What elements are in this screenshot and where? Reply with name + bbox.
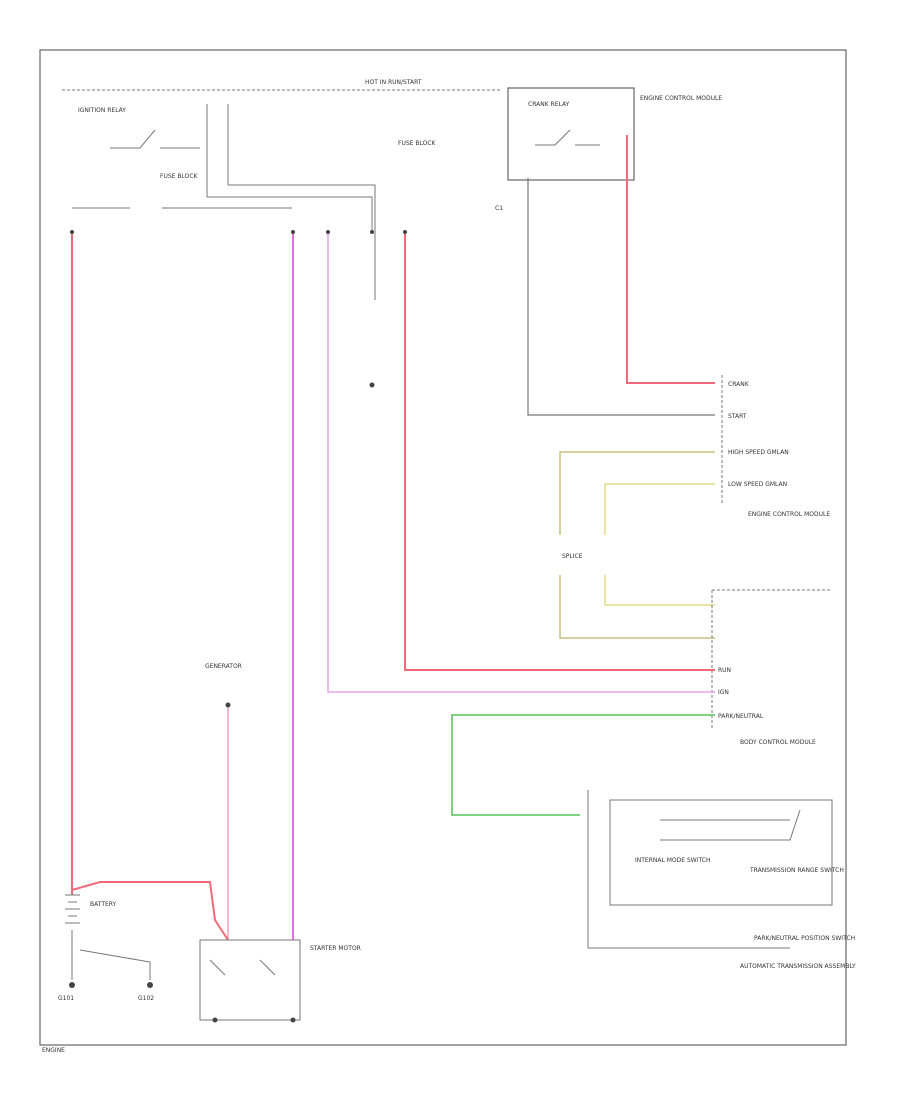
ground-dot-mid [147, 982, 153, 988]
pin-start-label: START [728, 413, 747, 420]
wire-pink-ecm [626, 135, 715, 384]
starter-motor-label: STARTER MOTOR [310, 945, 361, 952]
crank-relay-contact [535, 129, 600, 146]
ecm-side-label: ENGINE CONTROL MODULE [748, 511, 830, 518]
starter-dot-2 [290, 1017, 296, 1023]
ecm-top-label: ENGINE CONTROL MODULE [640, 95, 722, 102]
transmission-range-label: TRANSMISSION RANGE SWITCH [749, 867, 844, 874]
ground-left-label: G101 [58, 995, 74, 1002]
pin-high-label: HIGH SPEED GMLAN [728, 449, 789, 456]
wire-green-park [451, 714, 715, 816]
bcm-label: BODY CONTROL MODULE [740, 739, 816, 746]
range-switch-box [609, 799, 833, 906]
battery-label: BATTERY [90, 901, 117, 908]
pin-low-label: LOW SPEED GMLAN [728, 481, 787, 488]
top-fuse-header-label: HOT IN RUN/START [365, 79, 422, 86]
generator-label: GENERATOR [205, 663, 242, 670]
wire-tan-high-1 [559, 451, 715, 535]
pin-ign-label: IGN [718, 689, 729, 696]
internal-mode-label: INTERNAL MODE SWITCH [635, 857, 710, 864]
conn-dot-a [70, 230, 74, 234]
conn-dot-f [369, 382, 375, 388]
auto-transmission-label: AUTOMATIC TRANSMISSION ASSEMBLY [740, 963, 856, 970]
pin-crank-label: CRANK [728, 381, 750, 388]
ground-mid-label: G102 [138, 995, 154, 1002]
fuse-block-label-2: FUSE BLOCK [398, 140, 437, 147]
wire-red-to-starter [71, 881, 229, 941]
ground-wire-2 [79, 949, 151, 980]
starter-box [199, 939, 301, 1021]
wire-gray-ecm [527, 178, 715, 416]
fuse-block-label-1: FUSE BLOCK [160, 173, 199, 180]
battery-symbol [65, 894, 80, 924]
fuse-link-wire-2 [228, 184, 376, 300]
pin-run-label: RUN [718, 667, 731, 674]
conn-dot-e [403, 230, 407, 234]
starter-contact [209, 959, 276, 976]
ignition-relay-label: IGNITION RELAY [78, 107, 126, 114]
conn-dot-c [326, 230, 330, 234]
wire-yel-low-2 [604, 575, 715, 606]
conn-dot-b [291, 230, 295, 234]
park-neutral-label: PARK/NEUTRAL POSITION SWITCH [754, 935, 855, 942]
diagram-border [39, 49, 847, 1046]
generator-terminal [225, 702, 231, 708]
engine-bottom-label: ENGINE [42, 1047, 65, 1054]
conn-dot-d [370, 230, 374, 234]
range-switch-contacts [660, 809, 801, 841]
ecm-connector-label: C1 [495, 205, 503, 212]
fuse-link-wire [207, 196, 373, 230]
ground-dot-left [69, 982, 75, 988]
pin-park-label: PARK/NEUTRAL [718, 713, 764, 720]
ignition-switch-symbol [110, 129, 200, 149]
wire-tan-high-2 [559, 575, 715, 639]
splice-label: SPLICE [562, 553, 583, 560]
wire-yel-low-1 [604, 483, 715, 535]
wire-red-run [404, 232, 715, 671]
wire-violet-ign [327, 232, 715, 693]
ecm-relay-box [507, 87, 635, 181]
starter-dot-1 [212, 1017, 218, 1023]
crank-relay-label: CRANK RELAY [528, 101, 570, 108]
